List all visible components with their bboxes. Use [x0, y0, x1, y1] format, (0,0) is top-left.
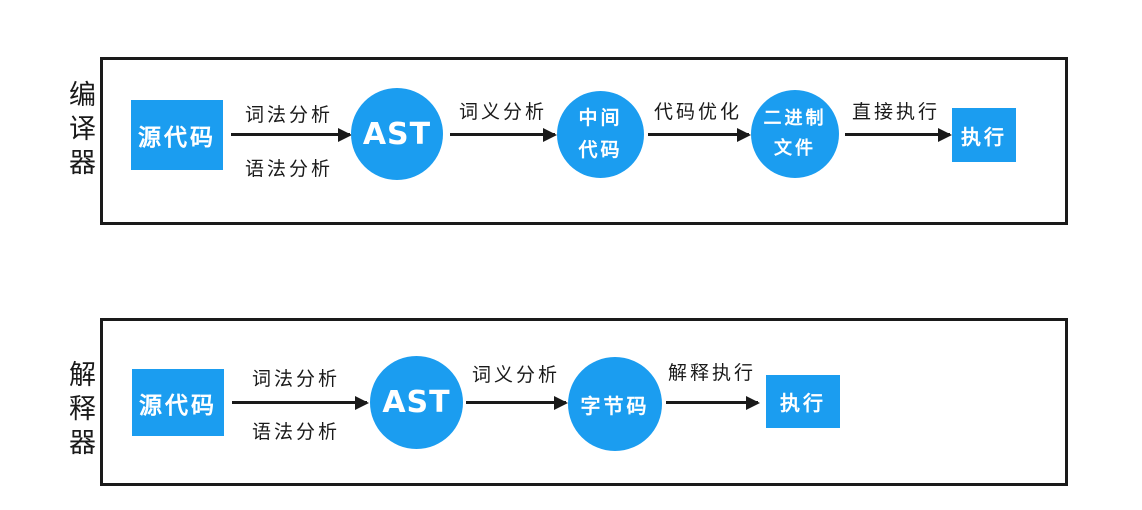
- arrowhead-icon: [938, 127, 952, 142]
- compiler-edge-label-optimize: 代码优化: [653, 101, 743, 123]
- compiler-binary-line2: 文件: [774, 138, 816, 159]
- interpreter-ast-node: AST: [370, 356, 463, 449]
- compiler-edge-label-syntax: 语法分析: [244, 158, 334, 180]
- arrowhead-icon: [737, 127, 751, 142]
- interpreter-edge-label-semantic: 词义分析: [471, 364, 561, 386]
- compiler-edge-label-direct: 直接执行: [851, 101, 941, 123]
- interpreter-edge-label-interpret: 解释执行: [667, 362, 757, 384]
- arrowhead-icon: [554, 395, 568, 410]
- interpreter-source-node: 源代码: [132, 369, 224, 436]
- compiler-execute-node: 执行: [952, 108, 1016, 162]
- interpreter-edge-label-lexical: 词法分析: [251, 368, 341, 390]
- compiler-side-label: 编译器: [64, 80, 95, 182]
- compiler-intermediate-line2: 代码: [578, 138, 623, 161]
- compiler-arrow-semantic: [450, 127, 557, 142]
- interpreter-panel: [100, 318, 1068, 486]
- compiler-arrow-lexical: [231, 127, 352, 142]
- interpreter-arrow-lexical: [232, 395, 369, 410]
- arrowhead-icon: [355, 395, 369, 410]
- compiler-edge-label-semantic: 词义分析: [458, 101, 548, 123]
- interpreter-edge-label-syntax: 语法分析: [251, 421, 341, 443]
- arrowhead-icon: [338, 127, 352, 142]
- compiler-panel: [100, 57, 1068, 225]
- interpreter-execute-node: 执行: [766, 375, 840, 428]
- compiler-intermediate-line1: 中间: [578, 107, 623, 130]
- compiler-ast-node: AST: [351, 88, 443, 180]
- interpreter-bytecode-node: 字节码: [568, 357, 662, 451]
- compiler-edge-label-lexical: 词法分析: [244, 104, 334, 126]
- interpreter-arrow-semantic: [466, 395, 568, 410]
- compiler-source-node: 源代码: [131, 100, 223, 170]
- compiler-arrow-direct: [845, 127, 952, 142]
- compiler-arrow-optimize: [648, 127, 751, 142]
- compiler-binary-node: 二进制 文件: [751, 90, 839, 178]
- interpreter-side-label: 解释器: [64, 360, 95, 462]
- compiler-binary-line1: 二进制: [763, 108, 827, 130]
- interpreter-arrow-interpret: [666, 395, 760, 410]
- compiler-intermediate-node: 中间 代码: [557, 91, 644, 178]
- arrowhead-icon: [543, 127, 557, 142]
- arrowhead-icon: [746, 395, 760, 410]
